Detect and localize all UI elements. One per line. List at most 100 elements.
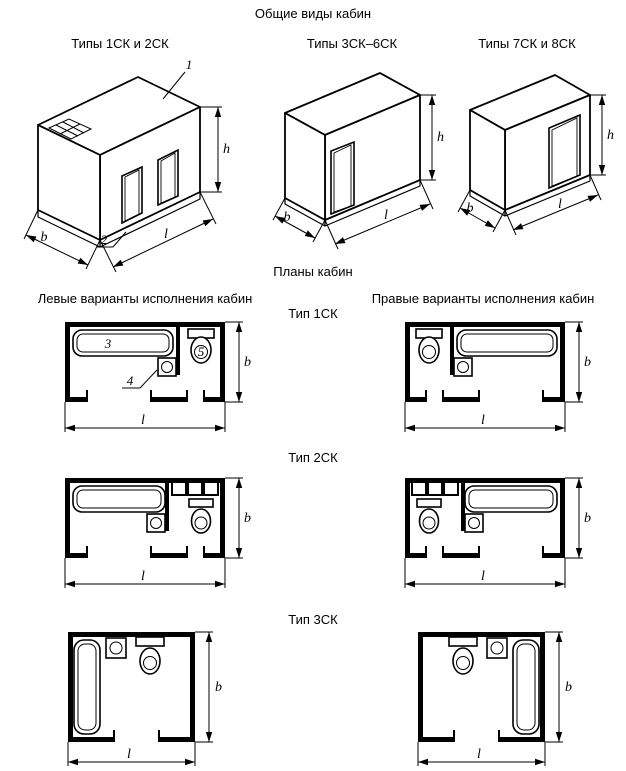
bathtub <box>464 485 558 513</box>
dimension-b: b <box>457 189 506 233</box>
bathtub-inner <box>460 333 554 353</box>
walls <box>418 632 545 742</box>
iso-view-1: 1 2 b l h <box>23 57 230 273</box>
dim-b-label: b <box>244 511 251 526</box>
dimension-h: h <box>420 94 444 181</box>
iso-caption-1: Типы 1СК и 2СК <box>71 36 169 51</box>
cabin-box <box>284 72 421 227</box>
sink <box>105 637 127 659</box>
type-label-3sk: Тип 3СК <box>288 612 338 627</box>
callout-roof: 1 <box>162 57 193 100</box>
callout-toilet-label: 5 <box>198 344 205 359</box>
toilet-bowl <box>418 336 440 364</box>
dim-b-label: b <box>565 680 572 695</box>
bathtub <box>456 329 558 357</box>
sink <box>146 513 166 533</box>
bathtub-inner <box>76 489 162 509</box>
dimension-l: l <box>404 402 566 432</box>
sink-bowl <box>457 361 469 373</box>
toilet-bowl <box>139 647 161 675</box>
dim-l-label: l <box>558 197 562 212</box>
dimension-b: b <box>225 477 251 559</box>
sink-bowl <box>150 517 162 529</box>
toilet-bowl-inner <box>194 516 208 530</box>
toilet-tank <box>448 636 478 647</box>
toilet-bowl-inner <box>456 656 470 670</box>
dim-b-label: b <box>41 230 48 245</box>
dimension-h: h <box>200 106 230 193</box>
dimension-l: l <box>417 742 546 766</box>
partition-wall <box>165 483 169 531</box>
bathtub-inner <box>468 489 554 509</box>
partition-wall <box>176 327 180 375</box>
bathtub <box>512 639 540 735</box>
bathtub <box>73 639 101 735</box>
iso-caption-3: Типы 7СК и 8СК <box>478 36 576 51</box>
vent-block-grid <box>47 118 93 140</box>
dimension-b: b <box>565 477 591 559</box>
type-label-2sk: Тип 2СК <box>288 450 338 465</box>
dim-l-label: l <box>481 569 485 584</box>
cabin-box <box>37 76 201 248</box>
dim-h-label: h <box>607 128 614 143</box>
dim-b-label: b <box>584 355 591 370</box>
dimension-b: b <box>545 631 572 743</box>
plan-2sk-left: b l <box>64 477 251 588</box>
sink <box>464 513 484 533</box>
callout-base-label: 2 <box>101 232 108 247</box>
sink-bowl <box>161 361 173 373</box>
walls <box>405 478 565 558</box>
bathtub-inner <box>516 643 536 731</box>
plan-3sk-right: b l <box>417 631 572 766</box>
toilet-bowl-inner <box>422 516 436 530</box>
vent-block <box>171 481 219 496</box>
door-frame <box>124 169 140 222</box>
dimension-l: l <box>64 402 226 432</box>
walls <box>68 632 195 742</box>
sink-bowl <box>468 517 480 529</box>
door-frame <box>160 152 176 204</box>
walls <box>405 322 565 402</box>
plan-3sk-left: b l <box>67 631 222 766</box>
callout-roof-label: 1 <box>186 57 193 72</box>
dimension-l: l <box>404 558 566 588</box>
dim-b-label: b <box>284 210 291 225</box>
toilet-tank <box>416 498 442 508</box>
page-title: Общие виды кабин <box>255 6 371 21</box>
partition-wall <box>461 483 465 531</box>
plan-1sk-left: 3 4 5 b l <box>64 321 251 432</box>
walls <box>65 478 225 558</box>
dim-l-label: l <box>481 413 485 428</box>
dim-b-label: b <box>244 355 251 370</box>
sink-bowl <box>490 641 504 655</box>
type-label-1sk: Тип 1СК <box>288 306 338 321</box>
sink <box>486 637 508 659</box>
toilet-bowl-inner <box>194 345 208 359</box>
iso-caption-2: Типы 3СК–6СК <box>307 36 398 51</box>
dimension-l: l <box>67 742 196 766</box>
cabin-base <box>284 197 326 227</box>
dim-b-label: b <box>467 201 474 216</box>
right-variants-header: Правые варианты исполнения кабин <box>372 291 595 306</box>
dim-l-label: l <box>477 747 481 762</box>
dim-l-label: l <box>127 747 131 762</box>
plans-title: Планы кабин <box>273 264 352 279</box>
dim-h-label: h <box>437 130 444 145</box>
cabin-box <box>469 74 591 217</box>
toilet-bowl-inner <box>422 345 436 359</box>
dim-l-label: l <box>384 208 388 223</box>
cabin-base <box>469 189 506 217</box>
bathtub-inner <box>77 643 97 731</box>
dim-h-label: h <box>223 142 230 157</box>
toilet-tank <box>188 498 214 508</box>
sink-bowl <box>109 641 123 655</box>
dim-b-label: b <box>215 680 222 695</box>
bathtub <box>72 329 174 357</box>
dimension-b: b <box>272 197 326 243</box>
dimension-b: b <box>565 321 591 403</box>
iso-view-3: b l h <box>457 74 614 236</box>
bathtub <box>72 485 166 513</box>
dim-l-label: l <box>164 227 168 242</box>
